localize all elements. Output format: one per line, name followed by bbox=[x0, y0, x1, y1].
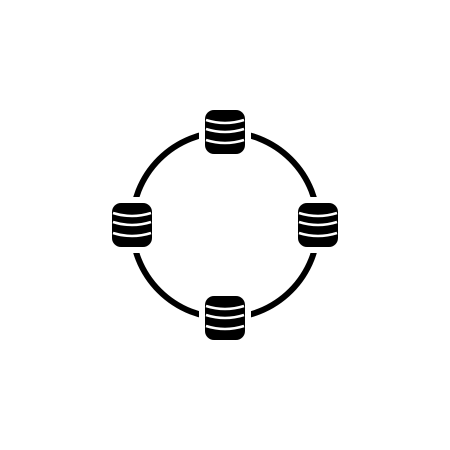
database-icon-top bbox=[199, 104, 251, 160]
database-icon-right bbox=[292, 197, 344, 253]
database-layer-divider bbox=[205, 138, 245, 145]
database-layer-divider bbox=[112, 231, 152, 238]
database-layer-divider bbox=[205, 127, 245, 134]
database-layer-divider bbox=[205, 304, 245, 311]
database-layer-divider bbox=[205, 324, 245, 331]
database-layer-divider bbox=[298, 231, 338, 238]
database-layer-divider bbox=[112, 211, 152, 218]
database-layer-divider bbox=[298, 220, 338, 227]
database-layer-divider bbox=[205, 313, 245, 320]
database-nodes bbox=[106, 104, 344, 346]
database-icon-bottom bbox=[199, 290, 251, 346]
database-layer-divider bbox=[205, 118, 245, 125]
database-icon-left bbox=[106, 197, 158, 253]
database-layer-divider bbox=[298, 211, 338, 218]
database-layer-divider bbox=[112, 220, 152, 227]
